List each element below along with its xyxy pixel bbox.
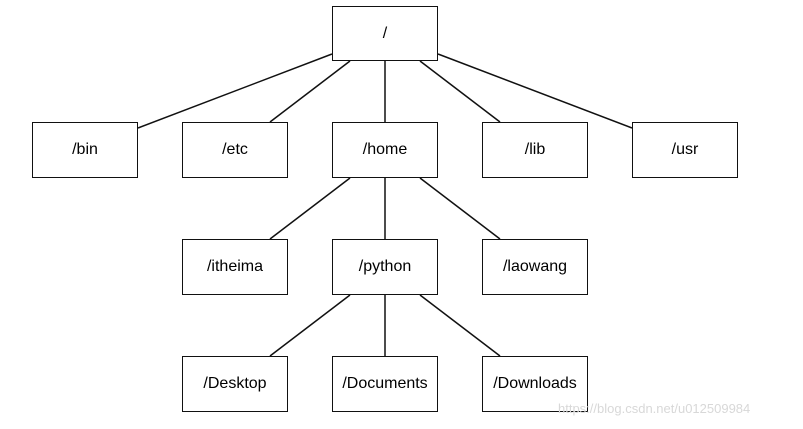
node-downloads: /Downloads xyxy=(482,356,588,412)
node-lib: /lib xyxy=(482,122,588,178)
node-usr: /usr xyxy=(632,122,738,178)
edge-root-usr xyxy=(437,53,633,129)
edge-home-itheima xyxy=(269,177,351,240)
node-laowang: /laowang xyxy=(482,239,588,295)
edge-home-laowang xyxy=(419,177,501,240)
edge-python-downloads xyxy=(419,294,501,357)
edge-root-etc xyxy=(269,60,351,123)
node-bin: /bin xyxy=(32,122,138,178)
node-desktop: /Desktop xyxy=(182,356,288,412)
edge-root-lib xyxy=(419,60,501,123)
node-documents: /Documents xyxy=(332,356,438,412)
node-home: /home xyxy=(332,122,438,178)
node-python: /python xyxy=(332,239,438,295)
edge-root-bin xyxy=(137,53,333,129)
node-etc: /etc xyxy=(182,122,288,178)
node-itheima: /itheima xyxy=(182,239,288,295)
edge-python-desktop xyxy=(269,294,351,357)
node-root: / xyxy=(332,6,438,61)
watermark-text: https://blog.csdn.net/u012509984 xyxy=(558,401,751,416)
